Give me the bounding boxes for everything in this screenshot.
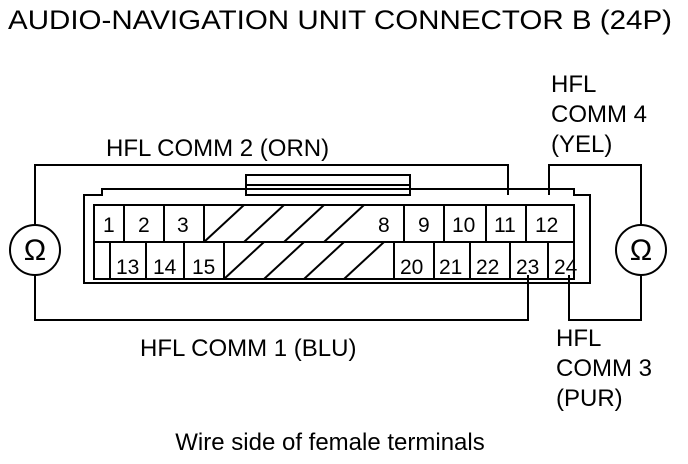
ohmmeter-right: Ω	[615, 224, 667, 276]
pin-23: 23	[516, 256, 539, 279]
housing-outline	[83, 188, 591, 284]
wire-comm2	[34, 164, 509, 225]
pin-22: 22	[476, 256, 499, 279]
label-comm4-line1: HFL	[551, 71, 596, 98]
label-comm4-line2: COMM 4	[551, 101, 647, 128]
pin-3: 3	[177, 214, 189, 237]
pin-24: 24	[554, 256, 578, 279]
pin-numbers: 1 2 3 8 9 10 11 12 13 14 15 20 21 22 23 …	[103, 214, 578, 279]
label-comm4-line3: (YEL)	[551, 131, 612, 158]
pin-2: 2	[138, 214, 150, 237]
wire-comm3	[568, 275, 642, 321]
pin-12: 12	[535, 214, 558, 237]
ohm-icon-right: Ω	[630, 234, 652, 267]
wire-comm4	[548, 164, 642, 225]
label-hfl-comm3: HFL COMM 3 (PUR)	[556, 325, 652, 412]
pin-10: 10	[452, 214, 475, 237]
label-hfl-comm1: HFL COMM 1 (BLU)	[140, 335, 356, 362]
pin-20: 20	[400, 256, 423, 279]
ohm-icon-left: Ω	[24, 234, 46, 267]
wire-comm1	[34, 275, 529, 321]
pin-13: 13	[116, 256, 139, 279]
label-hfl-comm2: HFL COMM 2 (ORN)	[106, 135, 329, 162]
diagram-caption: Wire side of female terminals	[175, 429, 484, 456]
label-hfl-comm4: HFL COMM 4 (YEL)	[551, 71, 647, 158]
pin-9: 9	[418, 214, 430, 237]
ohmmeter-right-circle	[615, 224, 667, 276]
wires	[34, 164, 642, 321]
pin-1: 1	[103, 214, 115, 237]
pin-21: 21	[439, 256, 462, 279]
ohmmeter-left-circle	[9, 224, 61, 276]
pin-15: 15	[192, 256, 215, 279]
connector-housing	[83, 174, 591, 284]
pin-8: 8	[378, 214, 390, 237]
pin-14: 14	[153, 256, 177, 279]
label-comm3-line1: HFL	[556, 325, 601, 352]
ohmmeter-left: Ω	[9, 224, 61, 276]
diagram-title: AUDIO-NAVIGATION UNIT CONNECTOR B (24P)	[8, 5, 672, 35]
label-comm3-line3: (PUR)	[556, 385, 623, 412]
label-comm3-line2: COMM 3	[556, 355, 652, 382]
pin-11: 11	[494, 214, 516, 237]
